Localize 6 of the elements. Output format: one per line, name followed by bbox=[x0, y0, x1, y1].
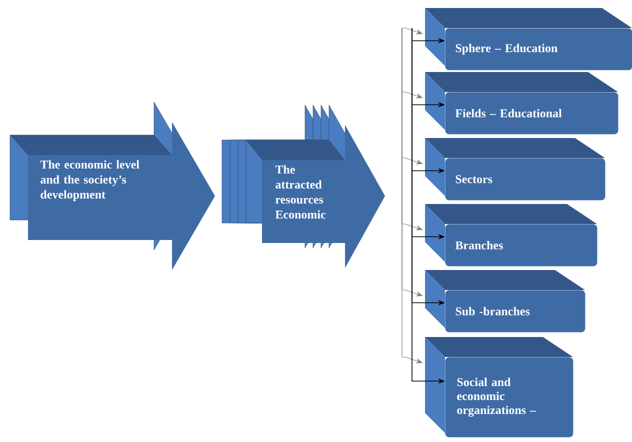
box-3d: Fields – Educational bbox=[425, 72, 618, 134]
box-3d: Sub -branches bbox=[425, 270, 586, 332]
box-3d: Branches bbox=[425, 204, 598, 266]
box-3d: Sectors bbox=[425, 138, 606, 200]
box-3d: Social and economic organizations – bbox=[425, 337, 574, 438]
box-3d: Sphere – Education bbox=[425, 8, 632, 70]
